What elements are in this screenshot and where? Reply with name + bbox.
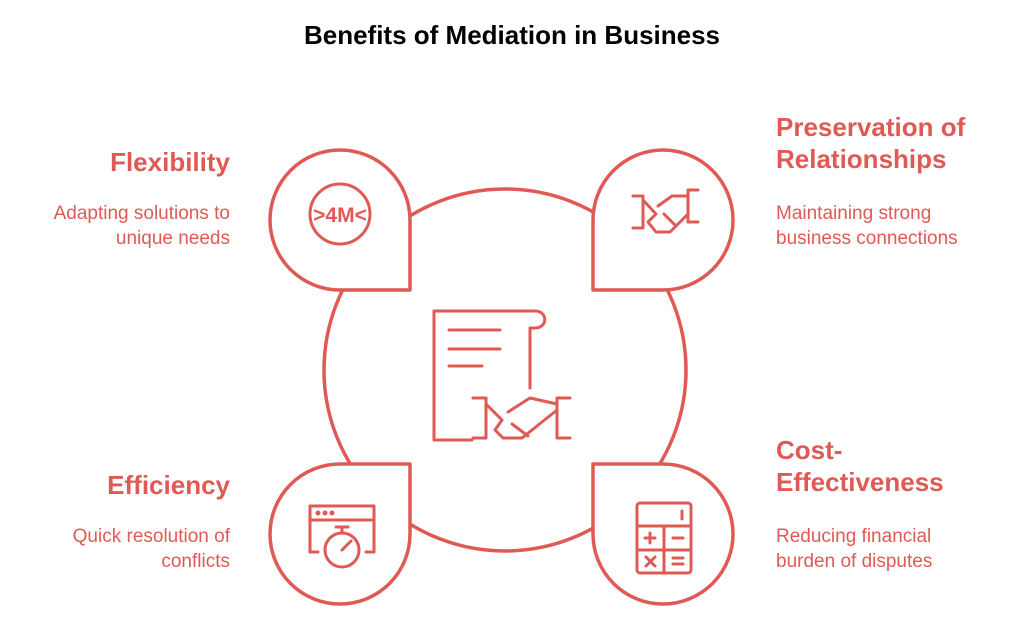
flexibility-description: Adapting solutions to unique needs <box>10 201 230 251</box>
preservation-description: Maintaining strong business connections <box>776 201 1016 251</box>
preservation-description-line1: Maintaining strong <box>776 203 932 224</box>
handshake-icon <box>631 188 700 234</box>
preservation-bubble <box>591 148 735 292</box>
efficiency-description: Quick resolution of conflicts <box>10 524 230 574</box>
contract-handshake-icon <box>432 309 572 442</box>
cost-effectiveness-description-line2: burden of disputes <box>776 551 933 572</box>
preservation-description-line2: business connections <box>776 228 958 249</box>
cost-effectiveness-description-line1: Reducing financial <box>776 526 932 547</box>
calculator-icon <box>635 501 693 575</box>
cost-effectiveness-description: Reducing financial burden of disputes <box>776 524 1016 574</box>
flexibility-description-line1: Adapting solutions to <box>53 203 230 224</box>
flexibility-badge-text: >4M< <box>313 204 367 227</box>
efficiency-heading: Efficiency <box>107 470 230 500</box>
flexibility-description-line2: unique needs <box>115 228 230 249</box>
efficiency-description-line1: Quick resolution of <box>72 526 230 547</box>
flexibility-heading: Flexibility <box>110 147 230 177</box>
flexibility-bubble <box>268 148 412 292</box>
efficiency-description-line2: conflicts <box>161 551 230 572</box>
stopwatch-window-icon <box>308 504 376 569</box>
preservation-heading: Preservation of Relationships <box>776 112 966 174</box>
page-title: Benefits of Mediation in Business <box>303 20 721 50</box>
cost-effectiveness-heading: Cost- Effectiveness <box>776 435 944 497</box>
4m-icon: >4M< <box>308 182 372 246</box>
